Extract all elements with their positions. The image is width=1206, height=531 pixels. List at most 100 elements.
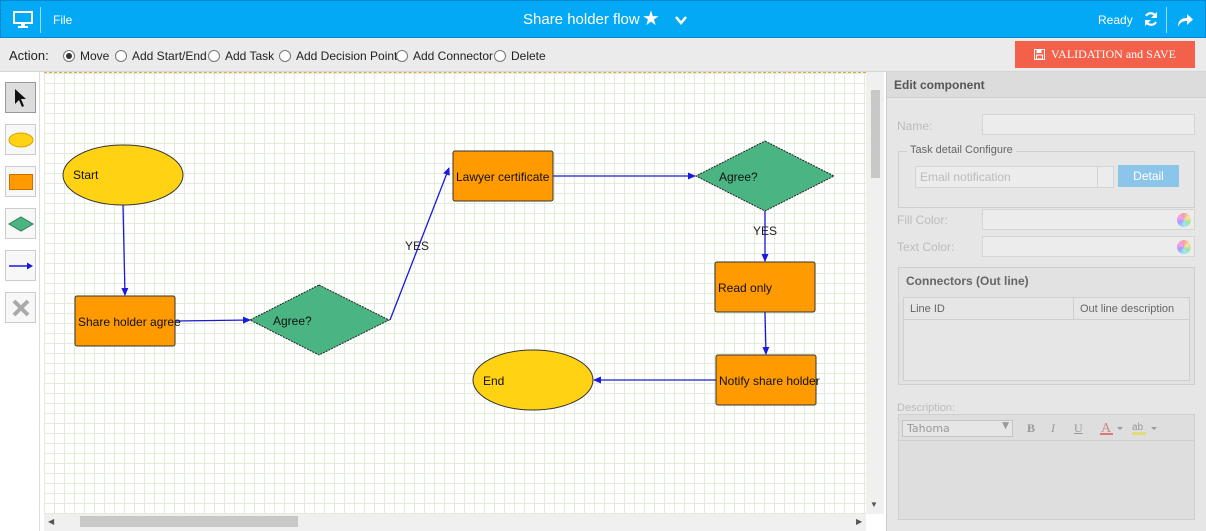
start-end-tool[interactable] <box>5 124 36 155</box>
flow-diagram: YES YES Start Share holder agree Agree? … <box>62 140 836 411</box>
radio-label: Add Task <box>225 49 275 63</box>
edge-start-to-agree-task[interactable] <box>121 204 129 296</box>
delete-tool[interactable] <box>5 292 36 323</box>
column-header-line-id[interactable]: Line ID <box>904 298 1074 320</box>
node-share-holder-agree[interactable]: Share holder agree <box>74 295 181 347</box>
diamond-icon <box>7 215 34 232</box>
font-color-icon[interactable]: A <box>1099 420 1125 436</box>
decision-tool[interactable] <box>5 208 36 239</box>
node-start[interactable]: Start <box>62 144 184 206</box>
radio-add-task[interactable]: Add Task <box>208 49 274 63</box>
ellipse-icon <box>8 132 33 147</box>
chevron-down-icon[interactable] <box>674 13 688 27</box>
radio-delete[interactable]: Delete <box>494 49 546 63</box>
node-label: Share holder agree <box>78 315 181 329</box>
shape-palette <box>0 72 40 531</box>
pointer-tool[interactable] <box>5 82 36 113</box>
radio-button[interactable] <box>208 50 220 62</box>
radio-label: Delete <box>511 49 546 63</box>
edge-label-yes: YES <box>753 224 777 238</box>
chevron-down-icon[interactable] <box>1097 167 1113 187</box>
text-color-label: Text Color: <box>897 240 955 254</box>
node-label: End <box>483 374 504 388</box>
title-divider-right <box>1166 7 1167 33</box>
diagram-canvas[interactable]: YES YES Start Share holder agree Agree? … <box>44 72 866 514</box>
description-editor[interactable]: Tahoma ▼ B I U A ab <box>898 414 1195 520</box>
name-input[interactable] <box>982 114 1195 135</box>
cursor-icon <box>14 88 26 107</box>
monitor-icon[interactable] <box>13 11 33 29</box>
action-bar: Action: Move Add Start/End Add Task Add … <box>0 38 1206 72</box>
status-text: Ready <box>1098 13 1133 27</box>
node-label: Lawyer certificate <box>456 170 550 184</box>
svg-text:A: A <box>1101 421 1112 436</box>
radio-button[interactable] <box>494 50 506 62</box>
description-label: Description: <box>897 402 956 414</box>
edit-component-panel: Edit component Name: Task detail Configu… <box>886 72 1206 531</box>
radio-label: Add Start/End <box>132 49 207 63</box>
highlight-color-icon[interactable]: ab <box>1131 420 1159 436</box>
star-icon[interactable]: ★ <box>642 8 660 30</box>
fill-color-label: Fill Color: <box>897 213 948 227</box>
fill-color-input[interactable] <box>982 209 1195 230</box>
canvas-vertical-scrollbar[interactable]: ▼ <box>866 72 884 514</box>
radio-add-connector[interactable]: Add Connector <box>396 49 493 63</box>
scroll-left-arrow-icon[interactable]: ◀ <box>48 517 55 526</box>
column-header-out-description[interactable]: Out line description <box>1074 298 1189 320</box>
panel-header: Edit component <box>887 72 1206 98</box>
detail-button[interactable]: Detail <box>1118 165 1179 187</box>
color-picker-icon[interactable] <box>1177 240 1191 254</box>
radio-button-selected[interactable] <box>63 50 75 62</box>
svg-text:ab: ab <box>1132 422 1144 433</box>
rectangle-icon <box>8 173 33 190</box>
editor-toolbar: Tahoma ▼ B I U A ab <box>899 415 1194 441</box>
notification-select[interactable]: Email notification <box>915 166 1114 188</box>
radio-add-decision-point[interactable]: Add Decision Point <box>279 49 397 63</box>
radio-label: Add Connector <box>413 49 494 63</box>
refresh-icon[interactable] <box>1143 11 1159 27</box>
scroll-right-arrow-icon[interactable]: ▶ <box>856 517 863 526</box>
connectors-title: Connectors (Out line) <box>906 274 1029 288</box>
color-picker-icon[interactable] <box>1177 213 1191 227</box>
edge-readonly-to-notify[interactable] <box>762 311 770 355</box>
title-divider <box>40 7 41 33</box>
node-decision-agree-1[interactable]: Agree? <box>248 284 391 356</box>
select-value: Email notification <box>920 170 1011 184</box>
node-label: Agree? <box>719 170 758 184</box>
save-button-label: VALIDATION and SAVE <box>1051 47 1176 61</box>
share-icon[interactable] <box>1176 12 1194 28</box>
connector-tool[interactable] <box>5 250 36 281</box>
node-label: Agree? <box>273 314 312 328</box>
underline-button[interactable]: U <box>1074 421 1083 435</box>
save-icon <box>1034 49 1046 60</box>
radio-button[interactable] <box>396 50 408 62</box>
task-tool[interactable] <box>5 166 36 197</box>
action-label: Action: <box>9 48 49 63</box>
node-notify-share-holder[interactable]: Notify share holder <box>715 354 820 406</box>
radio-add-start-end[interactable]: Add Start/End <box>115 49 207 63</box>
node-read-only[interactable]: Read only <box>714 261 816 313</box>
node-lawyer-certificate[interactable]: Lawyer certificate <box>452 150 554 202</box>
chevron-down-icon[interactable]: ▼ <box>1002 421 1009 431</box>
canvas-horizontal-scrollbar[interactable]: ◀ ▶ <box>44 514 866 531</box>
file-menu[interactable]: File <box>53 13 73 27</box>
bold-button[interactable]: B <box>1027 421 1036 435</box>
radio-label: Add Decision Point <box>296 49 398 63</box>
node-decision-agree-2[interactable]: Agree? <box>694 140 836 212</box>
scroll-thumb[interactable] <box>80 516 298 527</box>
edge-task-to-decision1[interactable] <box>175 316 251 324</box>
title-bar: File Share holder flow ★ Ready <box>0 0 1206 38</box>
edge-decision1-to-lawyer[interactable] <box>389 167 450 321</box>
font-select[interactable]: Tahoma ▼ <box>902 420 1013 437</box>
task-config-legend: Task detail Configure <box>907 144 1016 156</box>
italic-button[interactable]: I <box>1051 421 1055 435</box>
validation-save-button[interactable]: VALIDATION and SAVE <box>1015 41 1195 68</box>
scroll-thumb[interactable] <box>871 90 880 178</box>
scroll-down-arrow-icon[interactable]: ▼ <box>870 500 878 509</box>
radio-button[interactable] <box>279 50 291 62</box>
text-color-input[interactable] <box>982 236 1195 257</box>
radio-button[interactable] <box>115 50 127 62</box>
radio-label: Move <box>80 49 110 63</box>
node-end[interactable]: End <box>472 349 594 411</box>
radio-move[interactable]: Move <box>63 49 109 63</box>
